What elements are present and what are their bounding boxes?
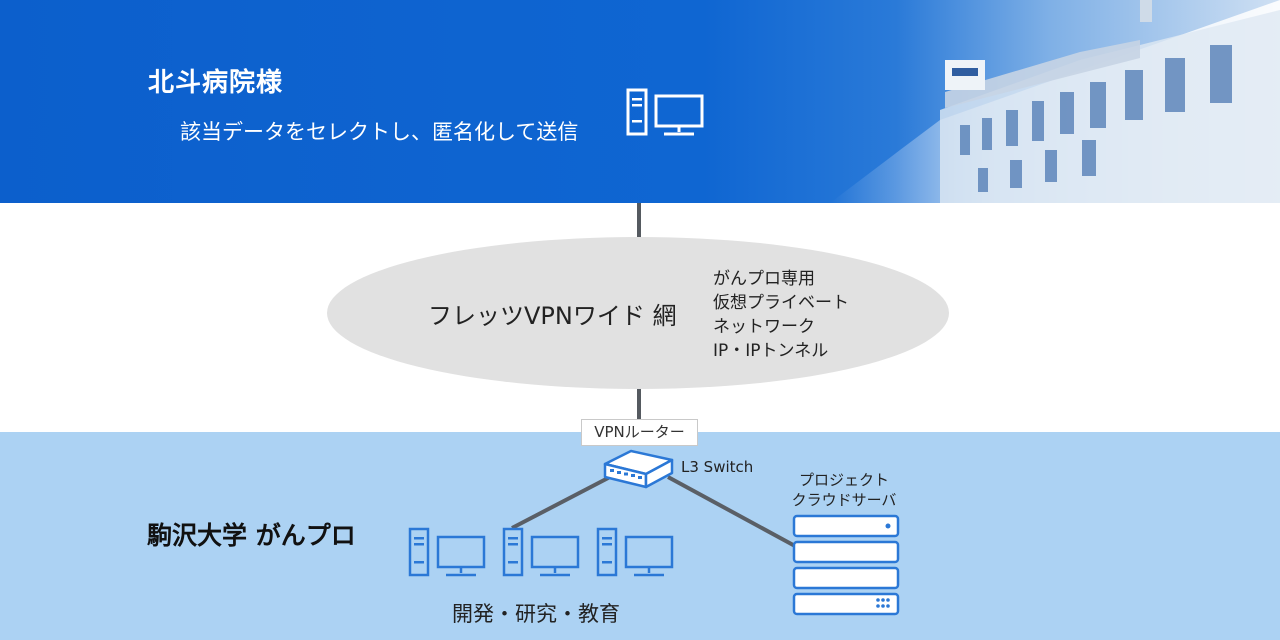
link-switch-computers <box>511 475 611 530</box>
network-detail-line: がんプロ専用 <box>713 269 815 289</box>
hospital-name: 北斗病院様 <box>148 68 284 98</box>
desktop-computer-icon <box>596 527 674 577</box>
vpn-network-cloud <box>327 237 949 389</box>
server-label-line: クラウドサーバ <box>791 491 897 509</box>
hospital-building-photo <box>830 0 1280 203</box>
server-label-line: プロジェクト <box>798 471 889 489</box>
hospital-section: 北斗病院様 該当データをセレクトし、匿名化して送信 <box>0 0 1280 203</box>
server-rack-icon <box>792 514 900 616</box>
cloud-server-label: プロジェクト クラウドサーバ <box>784 470 904 510</box>
l3-switch-label: L3 Switch <box>681 458 754 476</box>
connector-network-router <box>637 387 641 421</box>
link-switch-server <box>667 475 796 548</box>
university-name: 駒沢大学 がんプロ <box>147 521 356 550</box>
hospital-description: 該当データをセレクトし、匿名化して送信 <box>180 120 579 144</box>
desktop-computer-icon <box>408 527 486 577</box>
network-detail-line: ネットワーク <box>713 317 815 337</box>
network-details: がんプロ専用 仮想プライベート ネットワーク IP・IPトンネル <box>713 267 849 363</box>
network-switch-icon <box>603 449 674 489</box>
network-detail-line: IP・IPトンネル <box>713 341 829 361</box>
network-detail-line: 仮想プライベート <box>713 293 849 313</box>
desktop-computer-icon <box>502 527 580 577</box>
network-name: フレッツVPNワイド 網 <box>428 302 677 330</box>
vpn-router-label: VPNルーター <box>581 419 698 446</box>
connector-hospital-network <box>637 203 641 239</box>
desktop-computer-icon <box>626 88 704 136</box>
computers-caption: 開発・研究・教育 <box>452 602 620 626</box>
